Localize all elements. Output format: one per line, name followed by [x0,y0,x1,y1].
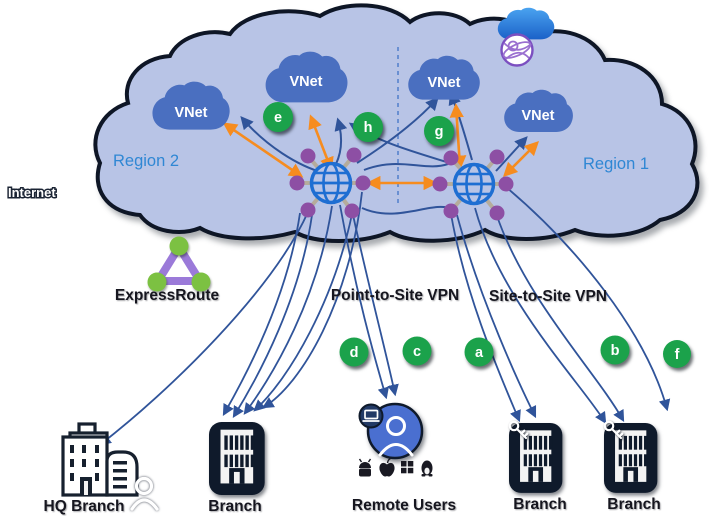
vnet-icon-region2-a: VNet [152,81,230,130]
laptop-icon [358,403,384,429]
person-icon [130,476,159,511]
azure-cloud-boundary [93,3,700,243]
virtual-wan-icon [497,7,555,67]
region-right-label: Region 1 [583,155,649,173]
apple-icon [379,457,395,477]
branch-building-icon-right1 [509,422,562,493]
region-left-label: Region 2 [113,152,179,170]
windows-icon [401,461,414,474]
branch-building-icon-right2 [604,422,657,493]
curved-arrow-icon [203,411,219,434]
site-connection-lines [99,186,671,446]
expressroute-icon [147,236,211,292]
vnet-label: VNet [174,105,207,121]
site-label-remote-users: Remote Users [352,497,456,514]
virtual-hub-icon-region1 [432,149,514,221]
step-badge-h: h [353,112,383,142]
hq-branch-building-icon [61,422,159,511]
step-badge-letter: e [274,110,282,126]
site-to-site-vpn-label: Site-to-Site VPN [489,288,607,305]
android-icon [358,458,372,477]
site-label-branch-right2: Branch [607,496,660,513]
site-label-branch-middle: Branch [208,498,261,515]
hub-peering-arrows [222,103,540,191]
branch-building-icon-middle [203,411,265,495]
point-to-site-vpn-label: Point-to-Site VPN [331,287,459,304]
step-badge-a: a [464,337,494,367]
site-label-branch-right1: Branch [513,496,566,513]
step-badge-letter: h [364,120,373,136]
step-badge-letter: a [475,345,484,361]
step-badge-letter: b [611,343,620,359]
step-badge-f: f [663,340,691,368]
vnet-label: VNet [427,75,460,91]
step-badge-e: e [263,102,293,132]
step-badge-c: c [402,336,432,366]
vnet-icon-region1-a: VNet [408,55,480,100]
expressroute-label: ExpressRoute [115,287,220,304]
step-badge-d: d [339,337,369,367]
internet-label: Internet [8,185,56,200]
step-badge-b: b [600,335,630,365]
step-badge-letter: f [675,347,680,363]
person-icon [378,416,414,457]
step-badge-letter: g [435,124,444,140]
linux-icon [421,460,433,477]
step-badge-g: g [424,116,454,146]
step-badge-letter: c [413,344,421,360]
vnet-icon-region2-b: VNet [265,51,348,103]
vnet-icon-region1-b: VNet [504,89,573,132]
site-label-hq-branch: HQ Branch [44,498,125,515]
step-badge-letter: d [350,345,359,361]
vnet-label: VNet [289,74,322,90]
virtual-hub-icon-region2 [289,147,371,219]
remote-users-icon [358,402,433,477]
vnet-label: VNet [521,108,554,124]
